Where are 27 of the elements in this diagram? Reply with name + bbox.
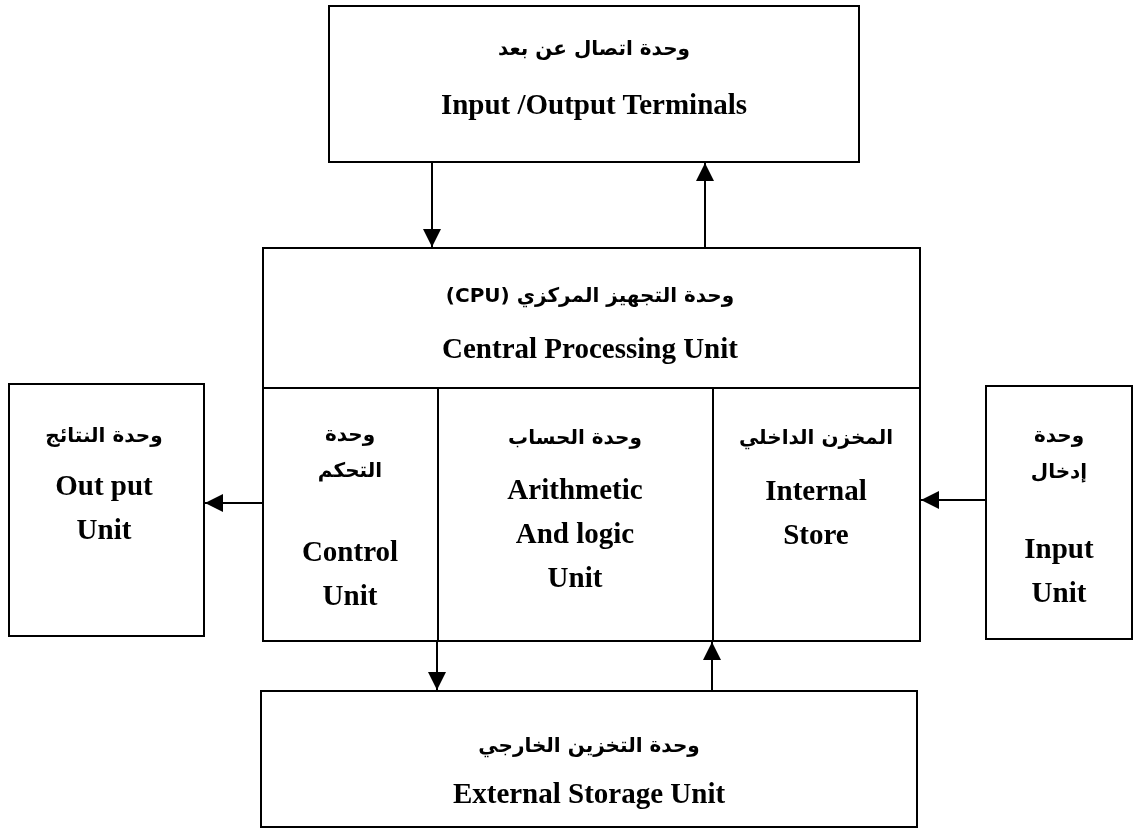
- arabic-unit-name: وحدة التحكم: [316, 421, 384, 484]
- unit-name: Central Processing Unit: [442, 331, 738, 366]
- unit-name: Arithmetic And logic Unit: [506, 472, 644, 595]
- arabic-unit-name: وحدة اتصال عن بعد: [498, 35, 690, 62]
- arabic-unit-name: وحدة التجهيز المركزي (CPU): [445, 282, 735, 310]
- unit-name: External Storage Unit: [452, 776, 726, 811]
- terminal-box: [328, 5, 860, 163]
- unit-name: Input Unit: [1023, 531, 1095, 610]
- arabic-unit-name: وحدة الحساب: [508, 424, 642, 451]
- unit-name: Out put Unit: [54, 468, 154, 547]
- unit-name: Internal Store: [764, 473, 868, 552]
- arrow: [204, 494, 263, 512]
- arabic-unit-name: وحدة التخزين الخارجي: [478, 732, 700, 760]
- arrow: [703, 641, 721, 691]
- unit-name: Input /Output Terminals: [440, 87, 748, 122]
- arrow: [423, 162, 441, 248]
- arabic-unit-name: وحدة إدخال: [1029, 422, 1089, 485]
- arrow: [428, 641, 446, 691]
- arrow: [920, 491, 986, 509]
- unit-name: Control Unit: [300, 534, 400, 613]
- unit-box: [260, 690, 918, 828]
- arrow: [696, 162, 714, 248]
- arabic-unit-name: المخزن الداخلي: [738, 424, 894, 452]
- arabic-unit-name: وحدة النتائج: [45, 422, 163, 449]
- cpu-box: [262, 247, 921, 642]
- unit-box: [8, 383, 205, 637]
- unit-box: [985, 385, 1133, 640]
